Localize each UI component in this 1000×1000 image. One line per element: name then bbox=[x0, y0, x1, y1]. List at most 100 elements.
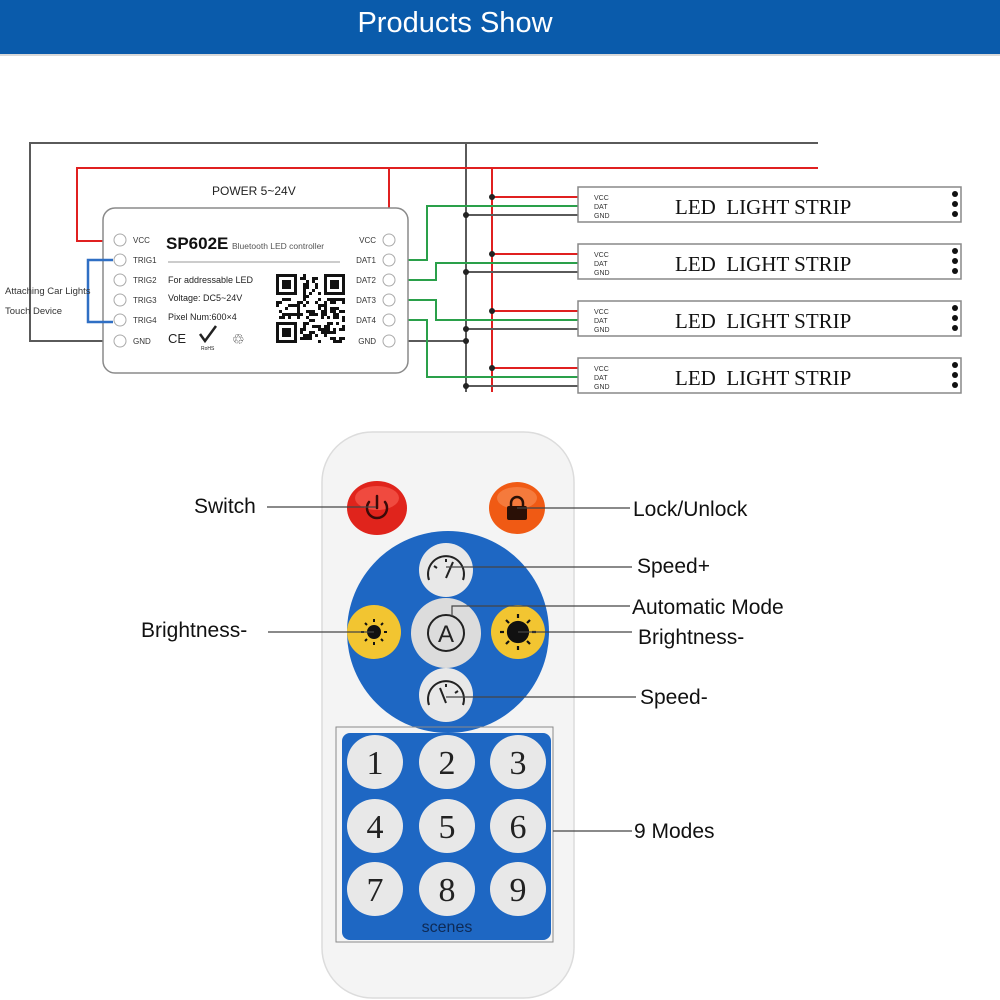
callout-line bbox=[451, 605, 630, 616]
led-strip-pin-dat: DAT bbox=[594, 261, 608, 268]
mode-key-cap bbox=[347, 862, 403, 916]
junction-dot bbox=[489, 365, 495, 371]
pin-label-gnd: GND bbox=[358, 337, 376, 346]
pin-label-dat2: DAT2 bbox=[356, 276, 376, 285]
strip-end-dot bbox=[952, 248, 958, 254]
controller-spec-line: Voltage: DC5~24V bbox=[168, 293, 242, 303]
led-strip-pin-gnd: GND bbox=[594, 327, 610, 334]
strip4-dat-wire bbox=[395, 319, 580, 378]
pin-label-trig4: TRIG4 bbox=[133, 316, 157, 325]
trigger-note-line1: Attaching Car Lights bbox=[5, 286, 91, 297]
bus-lines bbox=[29, 142, 818, 392]
auto-mode-glyph: A bbox=[438, 621, 454, 648]
mode-key-cap bbox=[419, 735, 475, 789]
header-divider bbox=[0, 54, 1000, 56]
pin-hole bbox=[382, 334, 396, 348]
pin-label-trig1: TRIG1 bbox=[133, 256, 157, 265]
speed-down-button[interactable] bbox=[419, 668, 473, 722]
mode-key-label: 1 bbox=[367, 745, 384, 782]
rohs-mark: RoHS bbox=[198, 325, 218, 352]
strip-end-dot bbox=[952, 372, 958, 378]
mode-key-1[interactable]: 1 bbox=[347, 735, 403, 789]
strip-end-dot bbox=[952, 201, 958, 207]
mode-key-cap bbox=[490, 799, 546, 853]
header-banner: Products Show bbox=[0, 0, 1000, 54]
brightness-left-callout: Brightness- bbox=[141, 619, 247, 642]
mode-key-label: 6 bbox=[510, 809, 527, 846]
controller-box: SP602E Bluetooth LED controller For addr… bbox=[102, 207, 409, 374]
pin-label-vcc: VCC bbox=[359, 236, 376, 245]
led-strip-pin-gnd: GND bbox=[594, 213, 610, 220]
pin-hole bbox=[113, 334, 127, 348]
mode-key-cap bbox=[419, 862, 475, 916]
junction-dot bbox=[489, 308, 495, 314]
led-strip-body bbox=[577, 186, 962, 223]
auto-mode-ring-icon bbox=[427, 614, 465, 652]
junction-dot bbox=[463, 212, 469, 218]
mode-key-8[interactable]: 8 bbox=[419, 862, 475, 916]
pin-hole bbox=[113, 293, 127, 307]
strip-end-dot bbox=[952, 362, 958, 368]
strip-end-dot bbox=[952, 268, 958, 274]
strip2-dat-wire bbox=[395, 262, 580, 281]
mode-key-7[interactable]: 7 bbox=[347, 862, 403, 916]
modes-callout: 9 Modes bbox=[634, 820, 715, 843]
left-pins: VCC TRIG1 TRIG2 TRIG3 TRIG4 GND bbox=[113, 233, 157, 348]
strip-end-dot bbox=[952, 211, 958, 217]
qr-modules bbox=[276, 274, 345, 343]
speed-down-button-cap bbox=[419, 668, 473, 722]
vcc-bus-wire bbox=[76, 167, 818, 242]
led-strip-pin-dat: DAT bbox=[594, 318, 608, 325]
mode-key-3[interactable]: 3 bbox=[490, 735, 546, 789]
mode-key-cap bbox=[347, 799, 403, 853]
controller-spec-line: Pixel Num:600×4 bbox=[168, 312, 237, 322]
speedometer-icon bbox=[427, 555, 465, 581]
led-strip-label: LED LIGHT STRIP bbox=[675, 309, 851, 333]
mode-key-4[interactable]: 4 bbox=[347, 799, 403, 853]
led-strip-pin-vcc: VCC bbox=[594, 252, 609, 259]
remote-control: A bbox=[141, 431, 784, 999]
strip3-dat-wire bbox=[395, 299, 580, 321]
qr-code-icon bbox=[274, 272, 348, 346]
led-strip-pin-gnd: GND bbox=[594, 384, 610, 391]
led-strip-body bbox=[577, 357, 962, 394]
mode-key-label: 9 bbox=[510, 872, 527, 909]
pin-hole bbox=[382, 293, 396, 307]
mode-key-6[interactable]: 6 bbox=[490, 799, 546, 853]
junction-dot bbox=[463, 269, 469, 275]
callout-lines bbox=[267, 506, 636, 832]
junction-dot bbox=[463, 338, 469, 344]
right-pins: VCC DAT1 DAT2 DAT3 DAT4 GND bbox=[356, 233, 396, 348]
led-strip: VCC DAT GND LED LIGHT STRIP bbox=[577, 243, 962, 280]
strip-end-dot bbox=[952, 382, 958, 388]
mode-key-2[interactable]: 2 bbox=[419, 735, 475, 789]
power-button[interactable] bbox=[347, 481, 407, 535]
junction-dots bbox=[463, 194, 495, 389]
led-strip-pin-dat: DAT bbox=[594, 375, 608, 382]
pin-hole bbox=[113, 313, 127, 327]
pin-hole bbox=[382, 273, 396, 287]
mode-key-9[interactable]: 9 bbox=[490, 862, 546, 916]
lock-icon bbox=[507, 495, 527, 520]
speed-down-callout: Speed- bbox=[640, 686, 708, 709]
pin-label-gnd: GND bbox=[133, 337, 151, 346]
led-strip-label: LED LIGHT STRIP bbox=[675, 366, 851, 390]
auto-mode-button[interactable]: A bbox=[411, 598, 481, 668]
strip-end-dot bbox=[952, 258, 958, 264]
page-title: Products Show bbox=[357, 7, 553, 39]
keypad-frame bbox=[335, 726, 554, 943]
strip-end-dot bbox=[952, 191, 958, 197]
trigger-note-line2: Touch Device bbox=[5, 306, 62, 317]
gnd-bus-wire bbox=[29, 142, 818, 342]
mode-key-5[interactable]: 5 bbox=[419, 799, 475, 853]
junction-dot bbox=[489, 194, 495, 200]
keypad-caption: scenes bbox=[422, 919, 473, 936]
brightness-right-callout: Brightness- bbox=[638, 626, 744, 649]
mode-key-label: 5 bbox=[439, 809, 456, 846]
speed-up-button[interactable] bbox=[419, 543, 473, 597]
speedometer-icon bbox=[427, 680, 465, 706]
trigger-bracket bbox=[86, 258, 113, 324]
strip-end-dot bbox=[952, 315, 958, 321]
mode-key-label: 4 bbox=[367, 809, 384, 846]
